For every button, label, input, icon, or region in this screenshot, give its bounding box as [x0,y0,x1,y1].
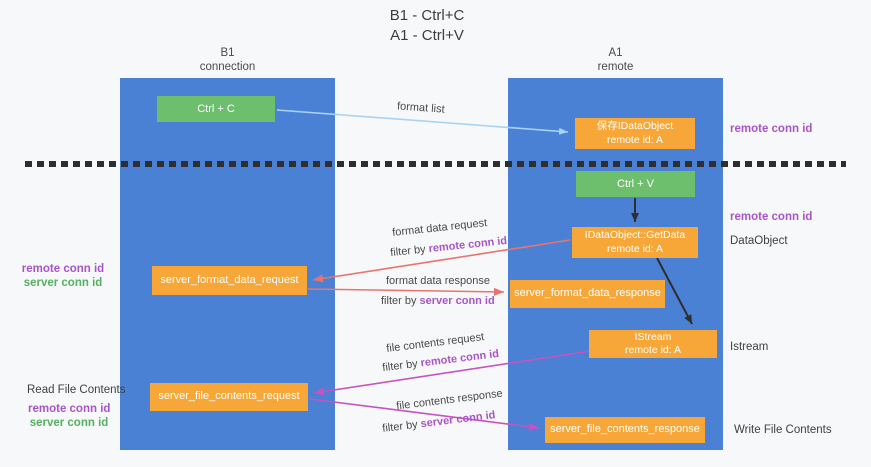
lane-a1-role: remote [597,61,634,73]
format-response-label-text: format data response [386,275,490,287]
ctrl-c-label: Ctrl + C [197,103,235,115]
istream-line2: remote id: A [624,344,682,356]
write-file-contents-annotation: Write File Contents [734,424,832,436]
format-request-label: server_format_data_request [160,273,299,286]
remote-conn-id-annotation-1: remote conn id [730,123,813,135]
format-request-label-text: format data request [391,217,488,239]
remote-conn-id-annotation-left-2: remote conn id [28,403,111,415]
node-server-format-data-request: server_format_data_request [152,266,307,295]
node-ctrl-v: Ctrl + V [576,171,695,197]
lane-header-a1: A1 remote [508,46,723,74]
node-save-idataobject: 保存IDataObject remote id: A [575,118,695,149]
left-conn-id-block-2: remote conn id server conn id [28,402,110,430]
left-conn-id-block-1: remote conn id server conn id [20,262,106,290]
remote-conn-id-annotation-left-1: remote conn id [21,263,105,275]
filter-by-text: filter by [381,418,422,435]
format-response-label: server_format_data_response [514,287,661,300]
remote-conn-id-annotation-2: remote conn id [730,211,813,223]
node-istream: IStream remote id: A [589,330,717,358]
file-request-label: server_file_contents_request [158,390,300,403]
filter-by-text: filter by [381,295,420,307]
format-response-filter-label: filter by server conn id [381,295,495,307]
format-list-label: format list [396,100,446,116]
lane-header-b1: B1 connection [120,46,335,74]
file-response-label-text: file contents response [395,387,504,413]
file-response-label: server_file_contents_response [550,423,700,436]
getdata-line1: IDataObject::GetData [584,229,686,241]
node-server-file-contents-request: server_file_contents_request [150,383,308,411]
dataobject-annotation: DataObject [730,235,788,247]
node-server-file-contents-response: server_file_contents_response [545,417,705,443]
filter-by-text: filter by [381,357,422,375]
remote-conn-id-text: remote conn id [419,347,500,370]
remote-conn-id-text: remote conn id [427,234,508,256]
lane-b1-role: connection [199,61,256,73]
ctrl-v-label: Ctrl + V [617,178,654,190]
read-file-contents-annotation: Read File Contents [27,384,126,396]
lane-a1-name: A1 [608,47,623,59]
istream-line1: IStream [634,330,672,343]
node-ctrl-c: Ctrl + C [157,96,275,122]
server-conn-id-text: server conn id [419,409,497,431]
lane-b1-name: B1 [220,47,235,59]
save-idataobject-line1: 保存IDataObject [596,120,674,132]
format-response-arrow [307,287,505,296]
save-idataobject-line2: remote id: A [606,133,664,146]
node-idataobject-getdata: IDataObject::GetData remote id: A [572,227,698,258]
node-server-format-data-response: server_format_data_response [510,280,665,308]
server-conn-id-text: server conn id [419,295,495,307]
divider-dashed-line [25,161,846,167]
filter-by-text: filter by [389,243,430,260]
istream-annotation: Istream [730,341,769,353]
diagram-title: B1 - Ctrl+C A1 - Ctrl+V [0,6,854,46]
server-conn-id-annotation-left-1: server conn id [23,277,103,289]
server-conn-id-annotation-left-2: server conn id [29,417,109,429]
file-response-filter-label: filter by server conn id [382,409,496,435]
format-request-filter-label: filter by remote conn id [390,235,508,259]
title-line-1: B1 - Ctrl+C [389,7,465,24]
getdata-line2: remote id: A [606,242,664,255]
title-line-2: A1 - Ctrl+V [390,27,464,44]
